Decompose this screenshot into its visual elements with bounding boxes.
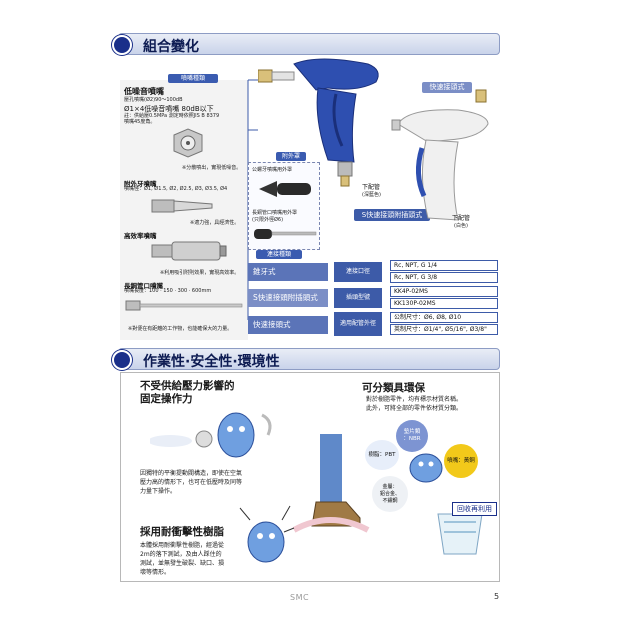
blue-air-gun-image <box>258 58 379 187</box>
s-quick-label: S快速接頭附插頭式 <box>354 209 430 221</box>
spec-quick-1: 公制尺寸：Ø6, Ø8, Ø10 <box>390 312 498 323</box>
smc-logo: SMC <box>290 593 310 602</box>
lower-pipe-blue-label: 下配管 <box>362 184 381 191</box>
high-efficiency-caption: ※利用吸引附則效果，實現高效率。 <box>160 270 240 276</box>
feature1-body-2: 壓力高的情形下，也可在低壓時及同等 <box>140 479 243 486</box>
long-pipe-nozzle-image <box>125 300 243 311</box>
material-resin-bubble: 樹脂：PBT <box>365 440 399 470</box>
feature3-body-3: 測試，並無發生破裂、缺口、損 <box>140 560 225 567</box>
cover-item1: 公螺牙噴嘴用外罩 <box>252 167 293 173</box>
section-title: 組合變化 <box>143 39 199 55</box>
material-brass-bubble: 噴嘴：黃銅 <box>444 444 478 478</box>
lower-pipe-blue-color: (深藍色) <box>362 192 381 198</box>
long-pipe-lengths: 噴嘴長度：100 · 150 · 300 · 600mm <box>124 288 212 294</box>
quick-fitting-label: 快速接頭式 <box>422 82 472 93</box>
pipe-cover-image <box>254 229 317 239</box>
feature1-body-3: 力量下操作。 <box>140 488 177 495</box>
spec-s-quick-1: KK4P-02MS <box>390 286 498 297</box>
lower-pipe-white-label: 下配管 <box>452 215 471 222</box>
outer-thread-sizes: 噴嘴徑：Ø1, Ø1.5, Ø2, Ø2.5, Ø3, Ø3.5, Ø4 <box>124 186 228 192</box>
boot-stomp-image <box>292 434 370 533</box>
low-noise-title: 低噪音噴嘴 <box>124 87 164 96</box>
row-quick-fitting: 快速接頭式 <box>248 316 328 334</box>
mascot-impact-image <box>239 505 295 563</box>
feature3-body-2: 2m的落下測試，及由人踩住的 <box>140 551 222 558</box>
high-efficiency-title: 高效率噴嘴 <box>124 232 157 240</box>
page-number: 5 <box>494 592 500 601</box>
spec-taper-2: Rc, NPT, G 3/8 <box>390 272 498 283</box>
low-noise-nozzle-image <box>173 128 203 158</box>
cover-item2-note: (只限外徑Ø6) <box>252 217 284 223</box>
feature1-head-2: 固定操作力 <box>140 393 193 405</box>
cover-label: 附外罩 <box>276 152 306 161</box>
row-taper-thread: 錐牙式 <box>248 263 328 281</box>
mascot-recycle-image <box>409 453 443 483</box>
row-quick-middle: 適用配管外徑 <box>334 312 382 336</box>
recycle-label: 回收再利用 <box>452 502 497 516</box>
cover-item2: 長銅管口噴嘴用外罩 <box>252 210 298 216</box>
nozzle-types-label: 噴嘴種類 <box>168 74 218 83</box>
long-pipe-title: 長銅管口噴嘴 <box>124 282 163 290</box>
outer-thread-nozzle-image <box>151 199 213 213</box>
feature3-head: 採用耐衝擊性樹脂 <box>140 526 224 538</box>
recycle-bin-image <box>437 513 483 555</box>
long-pipe-caption: ※對便在有距離的工作物，也能確保大的力量。 <box>128 326 233 332</box>
spec-s-quick-2: KK130P-02MS <box>390 298 498 309</box>
low-noise-note2: 噴嘴45度角。 <box>124 119 156 125</box>
feature3-body-1: 本體採用耐衝擊性樹脂，經過從 <box>140 542 225 549</box>
feature2-body-1: 對於樹脂零件，均有標示材質名稱。 <box>366 396 463 403</box>
feature3-body-4: 壞等情形。 <box>140 569 171 576</box>
feature2-head: 可分類具環保 <box>362 382 425 394</box>
mascot-pressure-image <box>150 412 272 458</box>
low-noise-caption: ※分散噴出，實現低噪音。 <box>182 165 242 171</box>
low-noise-note1: 註：供給壓0.5MPa 測定時依照JIS B 8379 <box>124 113 220 119</box>
low-noise-line1: 壓孔噴嘴(Ø2)90〜100dB <box>124 97 183 103</box>
high-efficiency-nozzle-image <box>151 241 227 261</box>
feature1-body-1: 因獨特的平衡提動閥構造，即使在空氣 <box>140 470 243 477</box>
spec-taper-1: Rc, NPT, G 1/4 <box>390 260 498 271</box>
row-s-quick-middle: 插頭型號 <box>334 288 382 308</box>
row-s-quick: S快速接頭附插頭式 <box>248 289 328 307</box>
section-header-combination: 組合變化 <box>112 33 500 55</box>
material-metal-bubble: 金屬： 鋁合金、 不鏽鋼 <box>372 476 408 512</box>
feature2-body-2: 此外，可將全部的零件依材質分類。 <box>366 405 463 412</box>
outer-thread-title: 附外牙噴嘴 <box>124 180 157 188</box>
thread-cover-image <box>259 181 311 197</box>
white-air-gun-image <box>391 89 489 221</box>
section-bullet-icon <box>112 350 132 370</box>
spec-quick-2: 英制尺寸：Ø1/4", Ø5/16", Ø3/8" <box>390 324 498 335</box>
low-noise-line2: Ø1×4低噪音噴嘴 80dB以下 <box>124 105 214 113</box>
feature1-head-1: 不受供給壓力影響的 <box>140 380 235 392</box>
connection-types-label: 連接種類 <box>256 250 302 259</box>
section-bullet-icon <box>112 35 132 55</box>
lower-pipe-white-color: (白色) <box>454 223 468 229</box>
section2-title: 作業性·安全性·環境性 <box>143 354 280 370</box>
outer-thread-caption: ※適力強，具經濟性。 <box>190 220 240 226</box>
section-header-usability: 作業性·安全性·環境性 <box>112 348 500 370</box>
row-taper-middle: 連接口徑 <box>334 262 382 282</box>
material-seal-bubble: 墊片類 ：NBR <box>396 420 428 452</box>
